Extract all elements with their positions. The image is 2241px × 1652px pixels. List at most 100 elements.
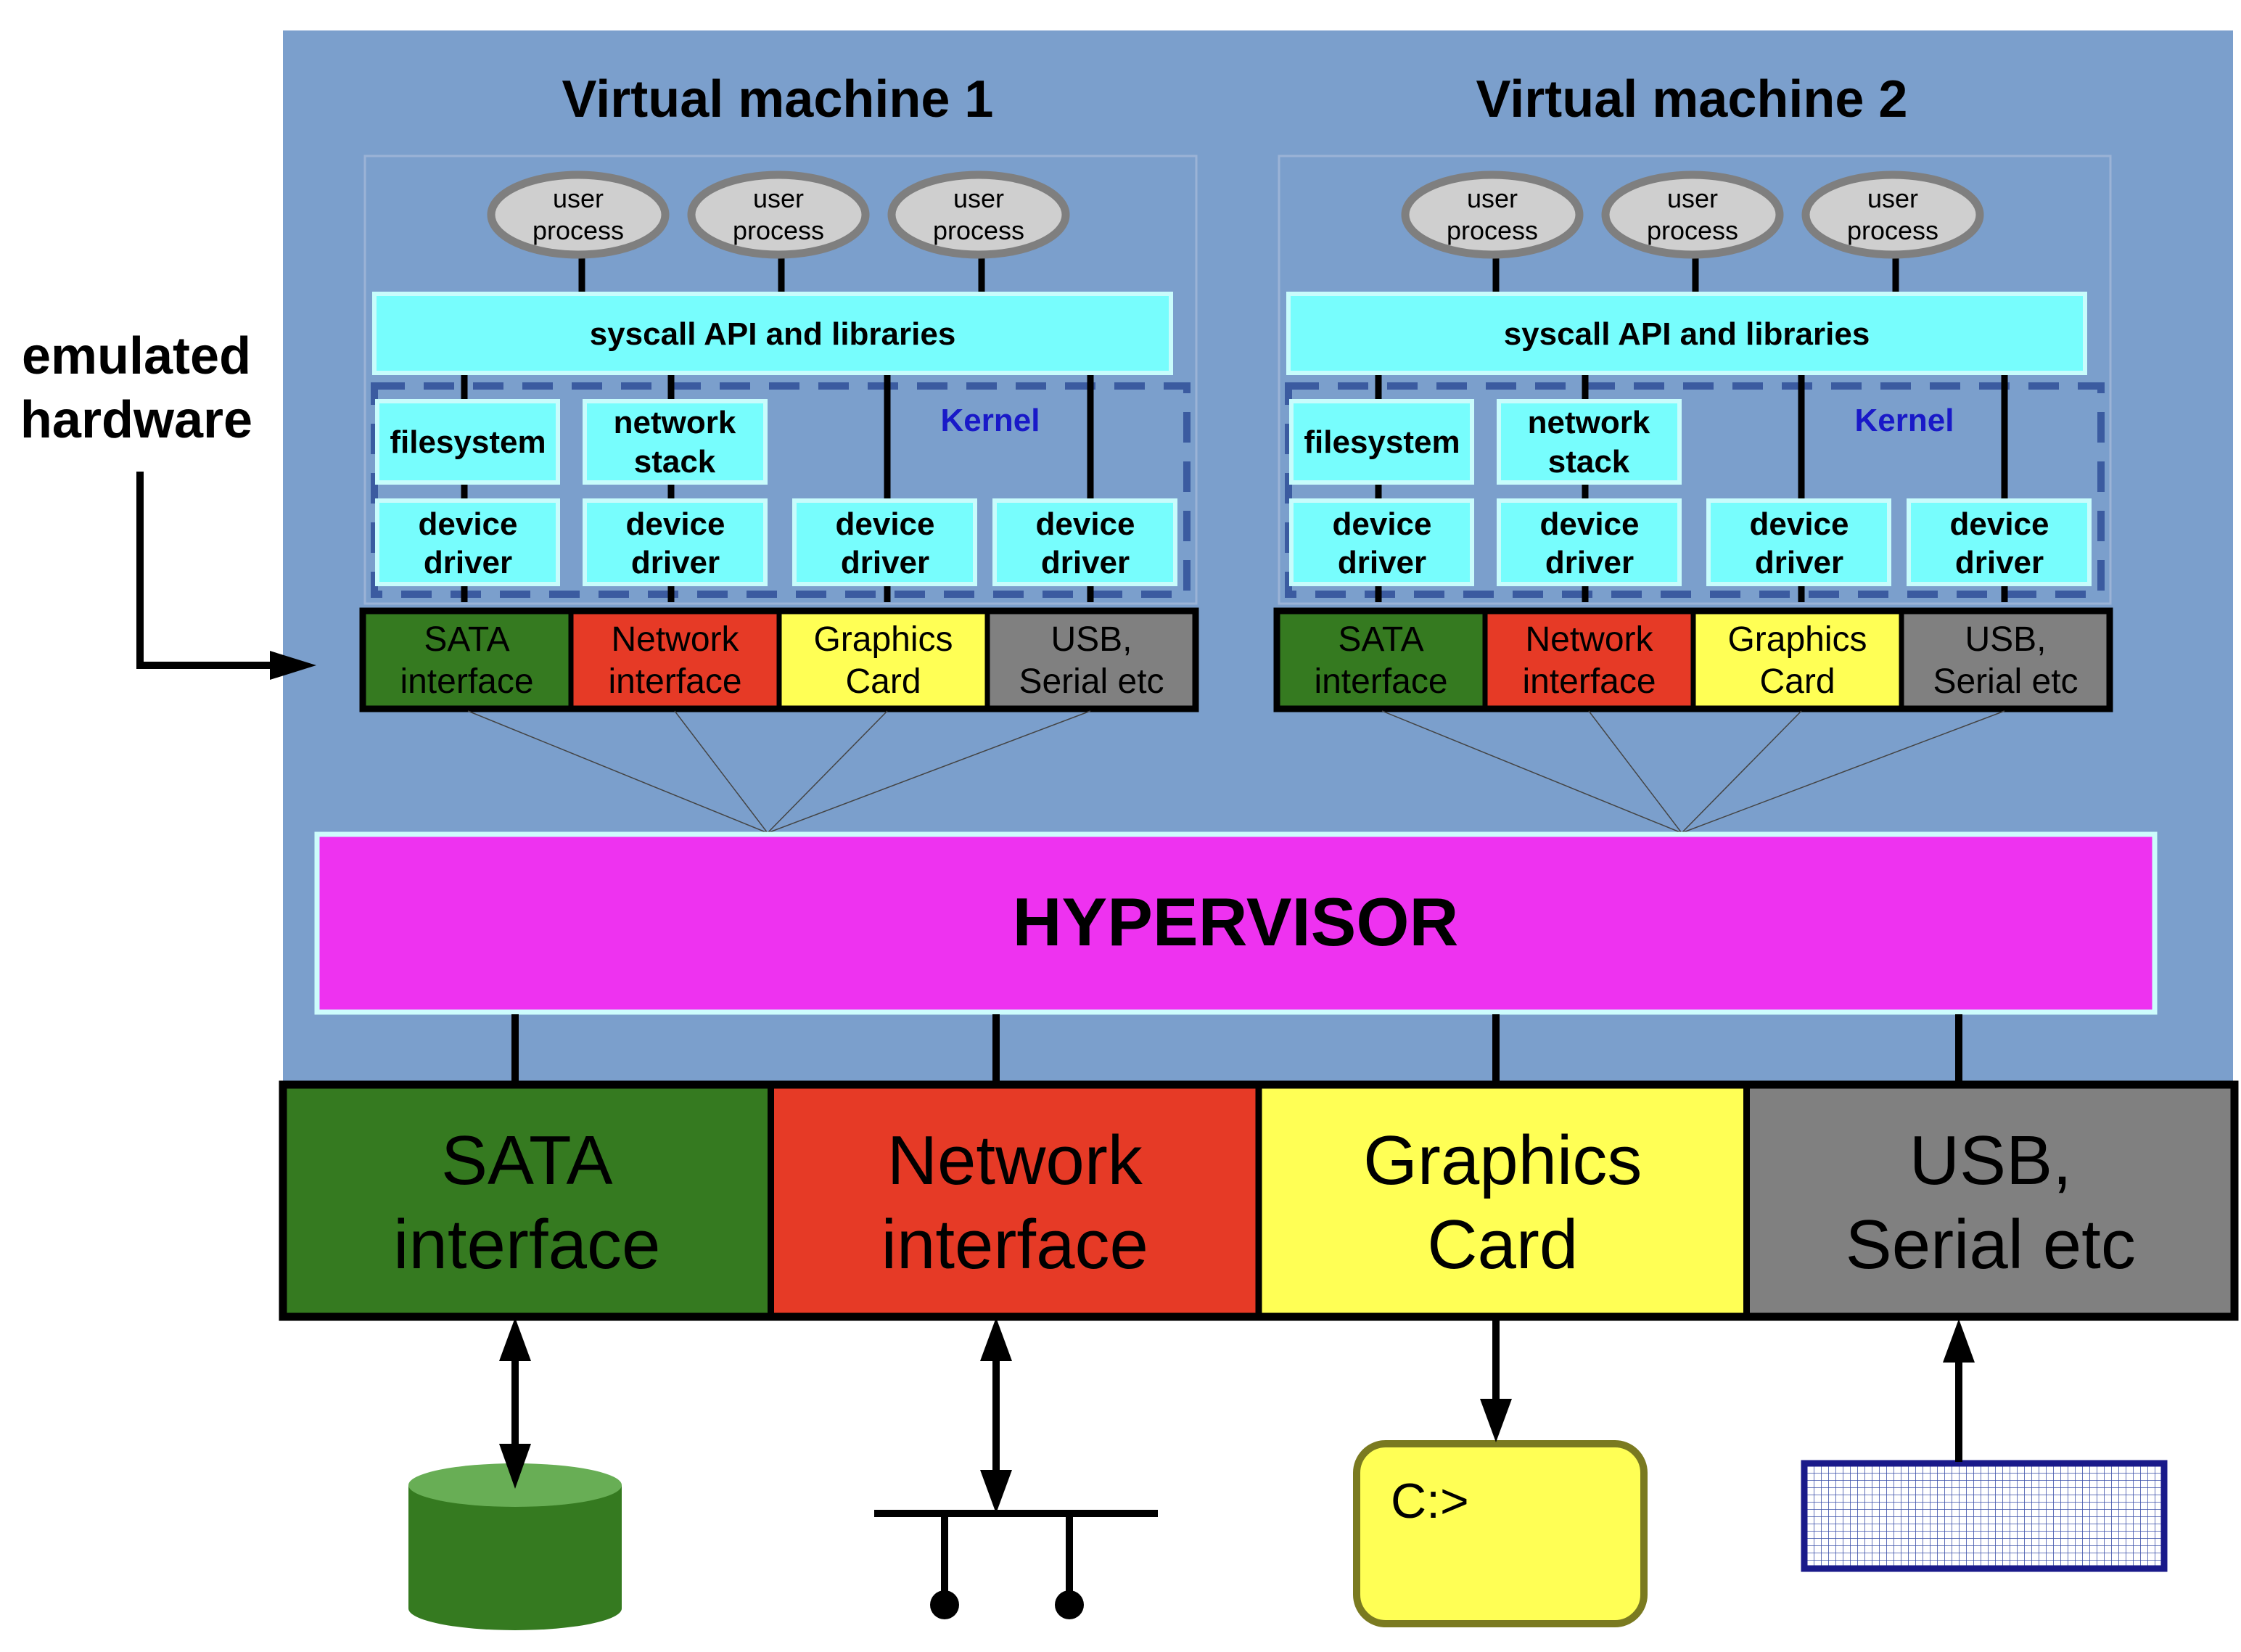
user-process-ellipse bbox=[687, 170, 870, 259]
annotation-line2: hardware bbox=[20, 391, 252, 449]
device-driver-box bbox=[1907, 498, 2092, 586]
user-process-ellipse bbox=[1401, 170, 1584, 259]
physical-hw-line1: SATA bbox=[441, 1122, 612, 1199]
physical-hw-cell bbox=[1746, 1085, 2234, 1317]
physical-hardware-row: SATAinterfaceNetworkinterfaceGraphicsCar… bbox=[279, 1080, 2239, 1321]
device-driver-box bbox=[375, 498, 560, 586]
device-driver-box bbox=[1289, 498, 1474, 586]
device-driver-line1: device bbox=[1750, 506, 1849, 542]
virtual-machine-2: Virtual machine 2userprocessuserprocessu… bbox=[1273, 70, 2113, 834]
emulation-fan-line bbox=[1381, 710, 1682, 834]
user-process-ellipse bbox=[1801, 170, 1984, 259]
emulation-fan-line bbox=[674, 710, 768, 834]
kernel-label: Kernel bbox=[1855, 403, 1954, 438]
network-stack-line1: network bbox=[614, 405, 736, 440]
filesystem-label: filesystem bbox=[1304, 424, 1460, 460]
device-driver-line1: device bbox=[1036, 506, 1135, 542]
user-process-label-line2: process bbox=[933, 215, 1024, 245]
user-process-ellipse bbox=[487, 170, 670, 259]
emulated-hw-cell bbox=[987, 611, 1196, 709]
user-process-ellipse bbox=[887, 170, 1070, 259]
physical-hw-line1: Graphics bbox=[1363, 1122, 1642, 1199]
emulation-fan-line bbox=[767, 710, 888, 834]
emulation-fan-line bbox=[1588, 710, 1682, 834]
graphics-arrow bbox=[1480, 1319, 1512, 1442]
user-process-label-line1: user bbox=[1867, 184, 1918, 213]
emulation-fan-line bbox=[1681, 710, 1802, 834]
physical-hw-line2: Card bbox=[1427, 1206, 1578, 1283]
sata-arrow bbox=[499, 1318, 531, 1489]
annotation-line1: emulated bbox=[22, 327, 251, 385]
emulated-hw-line1: USB, bbox=[1965, 620, 2046, 659]
emulated-hw-line1: Graphics bbox=[1727, 620, 1867, 659]
emulated-hw-line1: USB, bbox=[1050, 620, 1132, 659]
device-driver-box bbox=[992, 498, 1177, 586]
device-driver-box bbox=[583, 498, 768, 586]
device-driver-line2: driver bbox=[424, 545, 512, 580]
physical-hw-line2: Serial etc bbox=[1846, 1206, 2136, 1283]
emulated-hw-cell bbox=[1277, 611, 1485, 709]
user-process-label-line1: user bbox=[553, 184, 604, 213]
virtual-machine-1: Virtual machine 1userprocessuserprocessu… bbox=[359, 70, 1199, 834]
terminal-prompt: C:> bbox=[1391, 1474, 1469, 1529]
kernel-label: Kernel bbox=[941, 403, 1040, 438]
network-arrow bbox=[980, 1318, 1012, 1513]
annotation-arrow bbox=[136, 472, 277, 669]
device-driver-line2: driver bbox=[631, 545, 720, 580]
emulated-hw-line2: interface bbox=[608, 662, 741, 701]
syscall-bar bbox=[372, 292, 1173, 375]
emulated-hw-line1: SATA bbox=[424, 620, 509, 659]
emulation-fan-line bbox=[1681, 710, 2005, 834]
emulation-fan-line bbox=[467, 710, 768, 834]
keyboard-grid-icon bbox=[1801, 1460, 2168, 1572]
network-stack-line2: stack bbox=[634, 444, 716, 480]
emulated-hw-line1: Graphics bbox=[813, 620, 953, 659]
physical-hw-line2: interface bbox=[393, 1206, 660, 1283]
user-process-label-line1: user bbox=[953, 184, 1004, 213]
user-process-label-line2: process bbox=[1447, 215, 1538, 245]
device-driver-line2: driver bbox=[841, 545, 929, 580]
hypervisor-box bbox=[314, 831, 2158, 1015]
physical-hw-cell bbox=[1259, 1085, 1747, 1317]
device-driver-line1: device bbox=[836, 506, 935, 542]
filesystem-box bbox=[1289, 399, 1474, 485]
network-stack-line1: network bbox=[1528, 405, 1650, 440]
kernel-region bbox=[371, 382, 1191, 598]
vm-title: Virtual machine 2 bbox=[1476, 70, 1908, 128]
emulated-hw-cell bbox=[571, 611, 779, 709]
emulated-hw-line2: Card bbox=[1759, 662, 1835, 701]
vm-frame bbox=[363, 155, 1198, 605]
device-driver-line1: device bbox=[1540, 506, 1640, 542]
emulated-hw-cell bbox=[779, 611, 987, 709]
emulated-hw-line2: Serial etc bbox=[1933, 662, 2078, 701]
user-process-label-line1: user bbox=[753, 184, 804, 213]
disk-cylinder-icon bbox=[408, 1463, 622, 1630]
terminal-screen-icon: C:> bbox=[1353, 1440, 1648, 1627]
emulated-hw-cell bbox=[1901, 611, 2110, 709]
emulated-hw-line2: interface bbox=[1522, 662, 1656, 701]
emulated-hw-line2: Serial etc bbox=[1019, 662, 1164, 701]
kernel-region bbox=[1285, 382, 2105, 598]
device-driver-line2: driver bbox=[1755, 545, 1843, 580]
device-driver-line2: driver bbox=[1545, 545, 1634, 580]
device-driver-line1: device bbox=[1950, 506, 2049, 542]
physical-hw-line2: interface bbox=[881, 1206, 1148, 1283]
physical-hw-cell bbox=[283, 1085, 771, 1317]
device-driver-box bbox=[1497, 498, 1682, 586]
user-process-label-line2: process bbox=[1647, 215, 1738, 245]
emulated-hw-cell bbox=[363, 611, 571, 709]
usb-arrow bbox=[1943, 1319, 1975, 1462]
filesystem-box bbox=[375, 399, 560, 485]
physical-hw-line1: Network bbox=[887, 1122, 1143, 1199]
device-driver-line2: driver bbox=[1041, 545, 1130, 580]
device-driver-box bbox=[792, 498, 977, 586]
hypervisor-label: HYPERVISOR bbox=[1013, 884, 1459, 960]
user-process-label-line2: process bbox=[1847, 215, 1938, 245]
annotation-arrowhead bbox=[270, 651, 316, 680]
syscall-label: syscall API and libraries bbox=[1504, 316, 1870, 352]
emulated-hw-line2: Card bbox=[845, 662, 921, 701]
user-process-ellipse bbox=[1601, 170, 1784, 259]
emulated-hw-line1: Network bbox=[1525, 620, 1653, 659]
